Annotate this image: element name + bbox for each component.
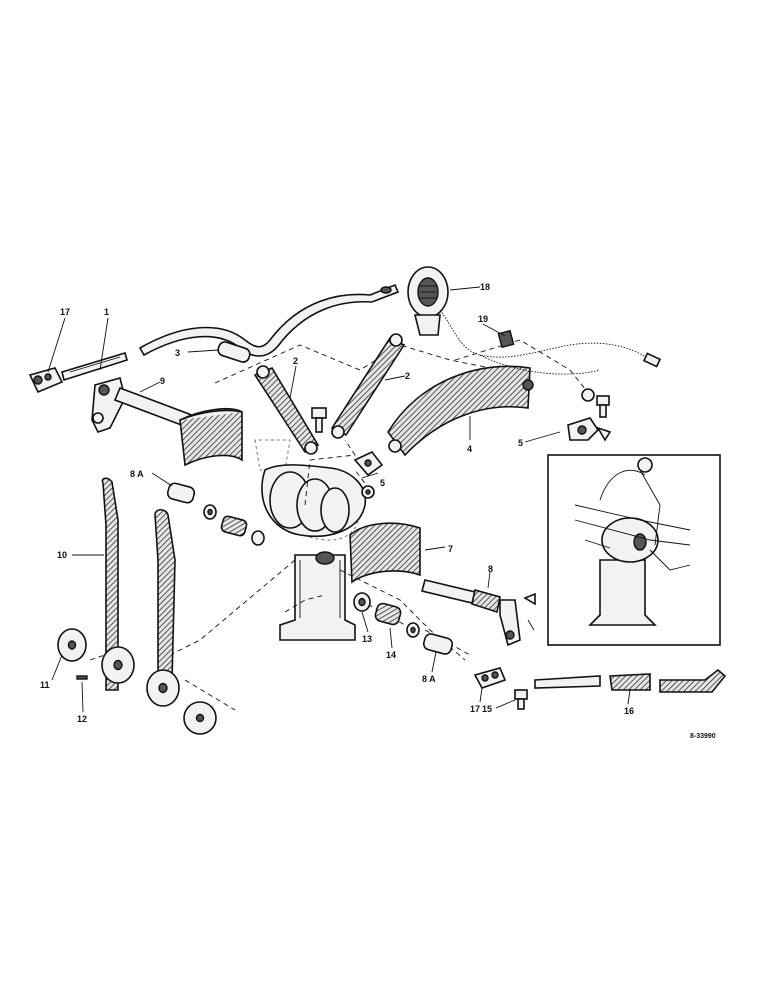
lever-10[interactable] (101, 477, 119, 691)
lever-right[interactable] (154, 508, 176, 681)
callout-19: 19 (478, 314, 488, 324)
pulley-lower[interactable] (101, 646, 135, 684)
spring-upper[interactable] (220, 515, 248, 537)
washer-11[interactable] (57, 628, 87, 662)
callout-13: 13 (362, 634, 372, 644)
nut-upper[interactable] (251, 530, 265, 546)
washer-upper[interactable] (203, 504, 217, 520)
callout-17-lower: 17 (470, 704, 480, 714)
clevis-yoke-right[interactable] (473, 667, 507, 689)
bent-rod[interactable] (138, 283, 400, 357)
spring-14[interactable] (374, 602, 402, 626)
callout-5-center: 5 (380, 478, 385, 488)
bolt-15[interactable] (514, 689, 528, 710)
band-upper[interactable] (179, 407, 243, 467)
sleeve-3[interactable] (217, 340, 252, 363)
callout-1: 1 (104, 307, 109, 317)
callout-3: 3 (175, 348, 180, 358)
callout-12: 12 (77, 714, 87, 724)
washer-lower[interactable] (406, 622, 420, 638)
leader-lines (47, 286, 631, 713)
rod-1[interactable] (61, 351, 128, 382)
callout-8a-upper: 8 A (130, 469, 144, 479)
nut-center[interactable] (361, 485, 375, 499)
bushing-8a-upper[interactable] (166, 482, 196, 504)
quadrant-4[interactable] (387, 365, 534, 457)
callout-8a-lower: 8 A (422, 674, 436, 684)
nut-upper-right[interactable] (581, 388, 595, 402)
callout-labels: 17 1 3 9 2 2 18 19 4 5 5 8 A 10 7 8 13 1… (40, 282, 716, 740)
callout-8: 8 (488, 564, 493, 574)
callout-15: 15 (482, 704, 492, 714)
brake-housing-assembly (254, 439, 366, 641)
callout-4: 4 (467, 444, 472, 454)
drawing-reference-code: 8-33990 (690, 733, 716, 740)
inset-assembled-view (547, 454, 721, 646)
callout-16: 16 (624, 706, 634, 716)
callout-18: 18 (480, 282, 490, 292)
callout-9: 9 (160, 376, 165, 386)
bolt-upper-right[interactable] (596, 395, 610, 418)
washer-lower-right[interactable] (183, 701, 217, 735)
rod-16[interactable] (534, 668, 727, 693)
clamp-5-center[interactable] (353, 451, 384, 477)
clamp-5-right[interactable] (567, 417, 612, 442)
pin-12[interactable] (76, 675, 88, 680)
light-cord (439, 309, 662, 375)
callout-2-left: 2 (293, 356, 298, 366)
callout-11: 11 (40, 680, 50, 690)
callout-10: 10 (57, 550, 67, 560)
callout-17-upper: 17 (60, 307, 70, 317)
bushing-8a-lower[interactable] (422, 633, 454, 656)
shaft-8[interactable] (421, 579, 536, 647)
light-18[interactable] (407, 266, 449, 336)
band-7[interactable] (349, 522, 421, 584)
nut-13[interactable] (353, 592, 371, 612)
small-cotter[interactable] (527, 619, 535, 631)
callout-5-right: 5 (518, 438, 523, 448)
callout-14: 14 (386, 650, 396, 660)
callout-7: 7 (448, 544, 453, 554)
bolt-upper[interactable] (311, 407, 327, 433)
link-2-right[interactable] (330, 333, 406, 439)
wheel-lower[interactable] (146, 669, 180, 707)
callout-2-right: 2 (405, 371, 410, 381)
link-2-left[interactable] (253, 365, 320, 455)
clevis-yoke-left[interactable] (28, 367, 64, 394)
